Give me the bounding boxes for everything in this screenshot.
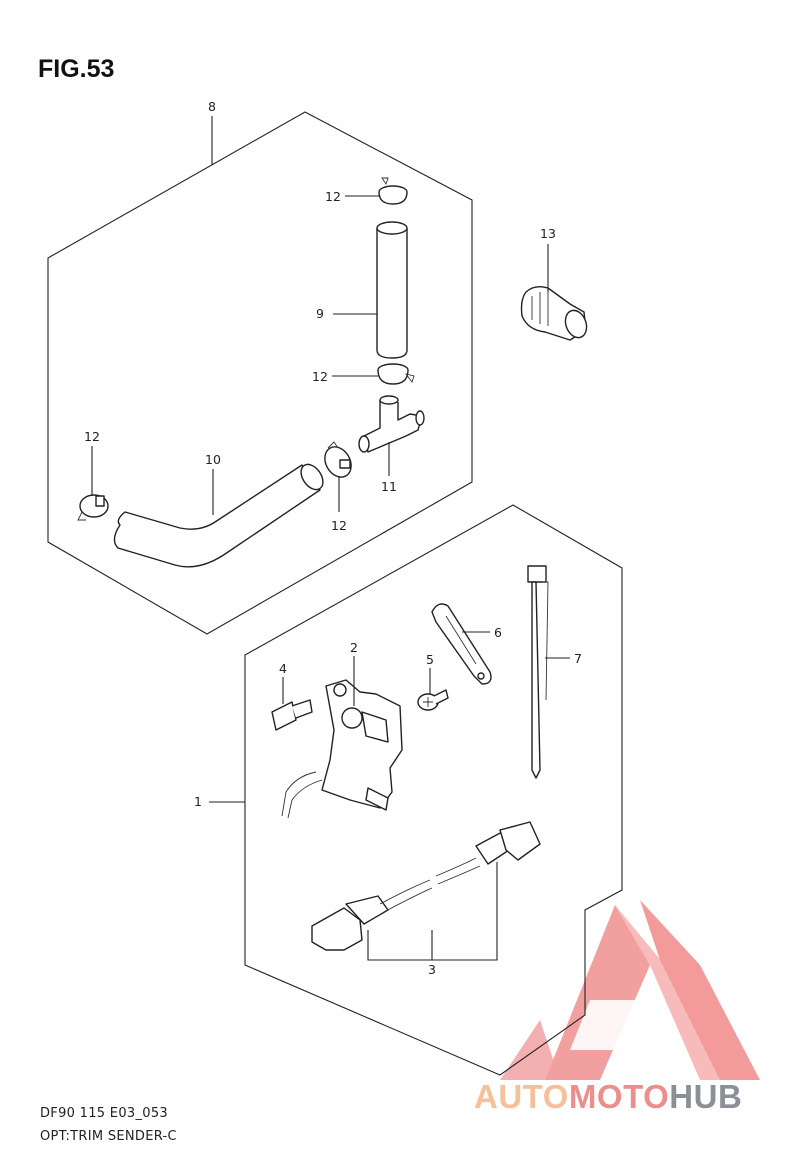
upper-group-outline	[47, 111, 473, 635]
lower-group-outline	[244, 504, 623, 1076]
watermark-logo-icon	[500, 900, 760, 1080]
callout-8: 8	[208, 99, 216, 114]
callout-5: 5	[426, 652, 434, 667]
watermark-text: AUTOMOTOHUB	[474, 1078, 742, 1115]
cable-tie	[527, 565, 549, 779]
bolt	[271, 699, 313, 731]
hose-clamp-lower-right	[324, 441, 352, 478]
short-hose	[376, 221, 408, 359]
screw	[417, 689, 449, 711]
leader-lines	[91, 116, 570, 961]
callout-1: 1	[194, 794, 202, 809]
callout-10: 10	[205, 452, 221, 467]
callout-12-top: 12	[325, 189, 341, 204]
watermark-moto: MOTO	[569, 1078, 669, 1115]
footer-model-code: DF90 115 E03_053	[40, 1106, 168, 1121]
callout-4: 4	[279, 661, 287, 676]
footer-section-name: OPT:TRIM SENDER-C	[40, 1129, 177, 1144]
callout-11: 11	[381, 479, 397, 494]
tee-fitting	[358, 395, 425, 453]
callout-12-middle: 12	[312, 369, 328, 384]
callout-7: 7	[574, 651, 582, 666]
callout-12-lower: 12	[331, 518, 347, 533]
callout-3: 3	[428, 962, 436, 977]
hose-clamp-left	[77, 494, 109, 521]
callout-6: 6	[494, 625, 502, 640]
callout-9: 9	[316, 306, 324, 321]
callout-12-left: 12	[84, 429, 100, 444]
clip-bracket	[431, 603, 492, 685]
hose-clamp-middle	[377, 363, 415, 385]
wire-harness	[311, 821, 541, 951]
hose-clamp-top	[378, 177, 408, 205]
callout-labels: 8 12 9 12 12 10 12 11 13 2 4 5 6 7 1 3	[84, 99, 582, 977]
watermark-auto: AUTO	[474, 1078, 569, 1115]
callout-2: 2	[350, 640, 358, 655]
figure-title: FIG.53	[38, 55, 114, 83]
trim-sender	[281, 679, 403, 819]
callout-13: 13	[540, 226, 556, 241]
watermark-hub: HUB	[669, 1078, 742, 1115]
hose-connector-fitting	[520, 285, 588, 341]
long-bent-hose	[113, 463, 324, 568]
